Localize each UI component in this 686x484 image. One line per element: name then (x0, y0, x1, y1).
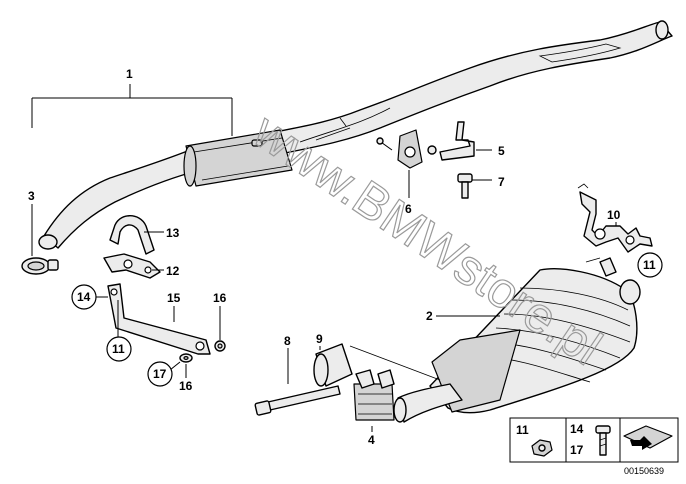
callout-8: 8 (284, 334, 291, 348)
watermark: www.BMWstore.pl (243, 102, 611, 376)
callout-12: 12 (166, 264, 180, 278)
hanger-bracket[interactable] (577, 183, 653, 253)
callout-6: 6 (405, 202, 412, 216)
long-bolt[interactable] (254, 385, 341, 416)
support-bar[interactable] (107, 283, 211, 355)
callout-17: 17 (153, 367, 167, 381)
pipe-clamp[interactable] (353, 369, 395, 421)
legend-label-11: 11 (516, 423, 529, 437)
callout-15: 15 (167, 291, 181, 305)
front-pipe-assembly[interactable] (38, 20, 673, 250)
washer-16-lower[interactable] (179, 353, 193, 363)
legend-label-17: 17 (570, 443, 584, 457)
leader-lines (31, 84, 617, 432)
diagram-id: 00150639 (624, 466, 664, 476)
callout-11-circle (106, 336, 132, 362)
callout-11b: 11 (643, 258, 656, 272)
callout-17-circle (147, 361, 173, 387)
callout-13: 13 (166, 226, 180, 240)
legend-box: 11 14 17 (509, 417, 679, 463)
holder-12[interactable] (103, 253, 161, 279)
callout-14-circle (71, 284, 97, 310)
mount-bracket[interactable] (427, 121, 475, 161)
pipe-tail-end (655, 20, 669, 40)
bolt-icon (595, 425, 611, 456)
callouts: 1 2 3 4 5 6 7 8 9 10 11 11 12 13 14 15 1… (28, 67, 663, 447)
pipe-sleeve[interactable] (313, 343, 353, 387)
strap-clamp[interactable] (109, 215, 155, 255)
hose-clamp[interactable] (21, 257, 59, 275)
hex-nut-hole (538, 444, 546, 452)
nut-16-upper[interactable] (214, 340, 226, 352)
callout-10: 10 (607, 208, 621, 222)
callout-3: 3 (28, 189, 35, 203)
rear-inlet-pipe[interactable] (393, 383, 463, 423)
callout-11-circle-right (637, 252, 663, 278)
arrow-icon (623, 425, 673, 450)
callout-7: 7 (498, 175, 505, 189)
legend-label-14: 14 (570, 422, 584, 436)
callout-5: 5 (498, 144, 505, 158)
callout-11a: 11 (112, 342, 125, 356)
callout-16a: 16 (213, 291, 227, 305)
bolt-7[interactable] (457, 173, 473, 199)
callout-4: 4 (368, 433, 375, 447)
callout-16b: 16 (179, 379, 193, 393)
callout-2: 2 (426, 309, 433, 323)
callout-14: 14 (77, 290, 91, 304)
callout-1: 1 (126, 67, 133, 81)
callout-9: 9 (316, 332, 323, 346)
silencer-nub (251, 139, 263, 147)
pipe-pin (376, 137, 393, 151)
rubber-mount[interactable] (397, 129, 423, 169)
silencer-end-cap (183, 145, 197, 187)
pipe-front-end (38, 234, 58, 250)
